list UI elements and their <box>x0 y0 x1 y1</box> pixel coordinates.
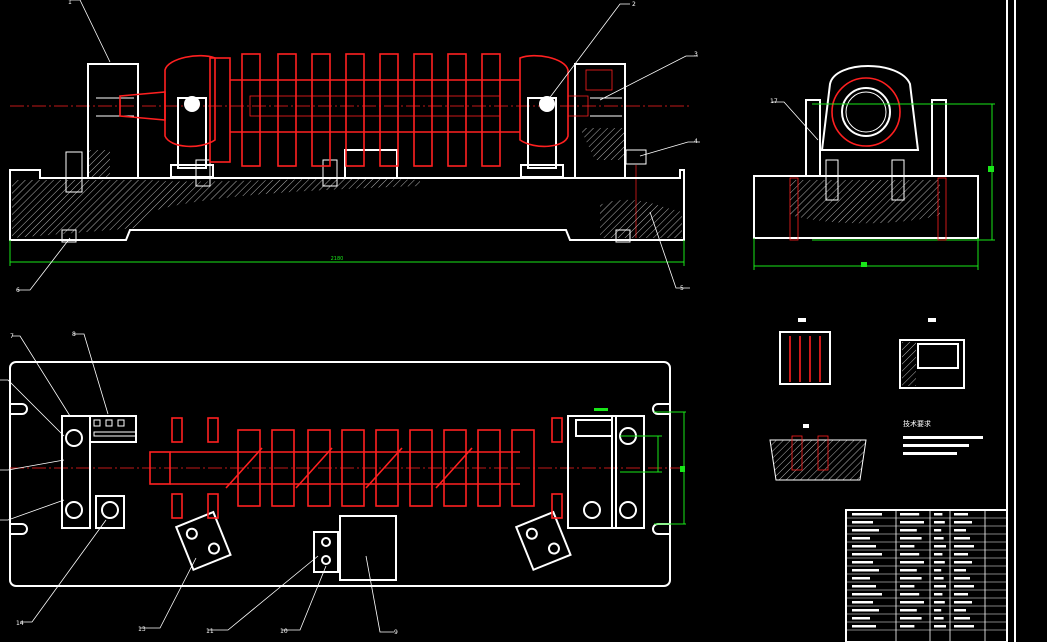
title-block-text-mark <box>954 625 974 628</box>
title-block-text-mark <box>934 529 942 532</box>
title-block-text-mark <box>852 537 870 540</box>
crankshaft-top <box>149 417 563 519</box>
title-block <box>845 509 1008 642</box>
detail-views <box>769 318 965 481</box>
balloon-8: 8 <box>72 331 76 338</box>
title-block-text-mark <box>954 609 966 612</box>
title-block-text-mark <box>954 569 966 572</box>
balloon-1: 1 <box>68 0 72 6</box>
title-block-text-mark <box>900 585 915 588</box>
title-block-text-mark <box>852 529 879 532</box>
tech-requirements-title: 技术要求 <box>903 419 931 428</box>
title-block-text-mark <box>852 569 879 572</box>
technical-requirements: 技术要求 <box>903 419 983 455</box>
title-block-text-mark <box>934 569 942 572</box>
title-block-text-mark <box>900 513 920 516</box>
title-block-text-mark <box>934 625 946 628</box>
title-block-text-mark <box>900 529 917 532</box>
right-support-block <box>574 63 626 179</box>
title-block-text-mark <box>934 537 944 540</box>
title-block-text-mark <box>954 521 972 524</box>
title-block-text-mark <box>934 553 943 556</box>
title-block-text-mark <box>852 513 882 516</box>
title-block-text-mark <box>900 521 924 524</box>
title-block-text-mark <box>900 569 917 572</box>
title-block-text-mark <box>852 609 879 612</box>
title-block-text-mark <box>900 553 920 556</box>
drawing-frame <box>1006 0 1016 642</box>
title-block-text-mark <box>954 513 968 516</box>
balloon-13: 13 <box>138 626 146 633</box>
title-block-text-mark <box>954 529 966 532</box>
title-block-text-mark <box>900 625 915 628</box>
title-block-text-mark <box>852 625 876 628</box>
title-block-text-mark <box>934 593 943 596</box>
title-block-text-mark <box>954 585 974 588</box>
title-block-text-mark <box>900 537 922 540</box>
title-block-text-mark <box>852 553 882 556</box>
title-block-text-mark <box>900 577 922 580</box>
top-view: 7 8 14 13 11 10 9 <box>0 331 686 636</box>
dimension-text: 2180 <box>331 256 344 262</box>
left-support-block <box>87 63 139 179</box>
title-block-text-mark <box>900 601 924 604</box>
title-block-text-mark <box>954 561 972 564</box>
balloon-5: 5 <box>680 285 684 292</box>
title-block-text-mark <box>934 561 945 564</box>
title-block-text-mark <box>954 537 970 540</box>
title-block-text-mark <box>900 617 922 620</box>
side-view: 17 <box>753 65 995 270</box>
title-block-text-mark <box>934 513 943 516</box>
title-block-text-mark <box>934 521 945 524</box>
balloon-4: 4 <box>694 138 698 145</box>
title-block-text-mark <box>934 609 942 612</box>
title-block-text-mark <box>900 593 920 596</box>
balloon-9: 9 <box>394 629 398 636</box>
fixture-plate-outline <box>9 361 671 587</box>
dimension-front-length: 2180 <box>9 240 685 266</box>
balloon-2: 2 <box>632 1 636 8</box>
title-block-text-mark <box>954 545 974 548</box>
title-block-text-mark <box>852 561 873 564</box>
title-block-text-mark <box>900 609 917 612</box>
title-block-text-mark <box>852 585 876 588</box>
base-plate <box>9 149 685 243</box>
title-block-text-mark <box>934 577 944 580</box>
title-block-text-mark <box>934 617 944 620</box>
balloon-3: 3 <box>694 51 698 58</box>
title-block-text-mark <box>852 521 873 524</box>
title-block-text-mark <box>934 601 945 604</box>
balloon-7: 7 <box>10 333 14 340</box>
v-block-supports <box>170 96 564 178</box>
balloon-17: 17 <box>770 98 778 105</box>
title-block-text-mark <box>934 585 946 588</box>
title-block-text-mark <box>954 577 970 580</box>
crankshaft-front <box>119 53 589 167</box>
title-block-text-mark <box>852 617 870 620</box>
balloon-11: 11 <box>206 628 214 635</box>
title-block-text-mark <box>900 545 915 548</box>
title-block-text-mark <box>934 545 946 548</box>
balloon-10: 10 <box>280 628 288 635</box>
title-block-text-mark <box>954 553 968 556</box>
title-block-text-mark <box>852 601 873 604</box>
title-block-text-mark <box>852 577 870 580</box>
title-block-text-mark <box>954 593 968 596</box>
title-block-text-mark <box>852 545 876 548</box>
top-view-balloons: 7 8 14 13 11 10 9 <box>0 331 398 636</box>
balloon-14: 14 <box>16 620 24 627</box>
balloon-6: 6 <box>16 287 20 294</box>
front-view-balloons: 1 2 3 4 6 5 <box>16 0 700 294</box>
title-block-text-mark <box>954 617 970 620</box>
front-view: 2180 1 2 3 4 6 5 <box>9 0 700 294</box>
title-block-text-mark <box>852 593 882 596</box>
title-block-text-mark <box>954 601 972 604</box>
title-block-text-mark <box>900 561 924 564</box>
